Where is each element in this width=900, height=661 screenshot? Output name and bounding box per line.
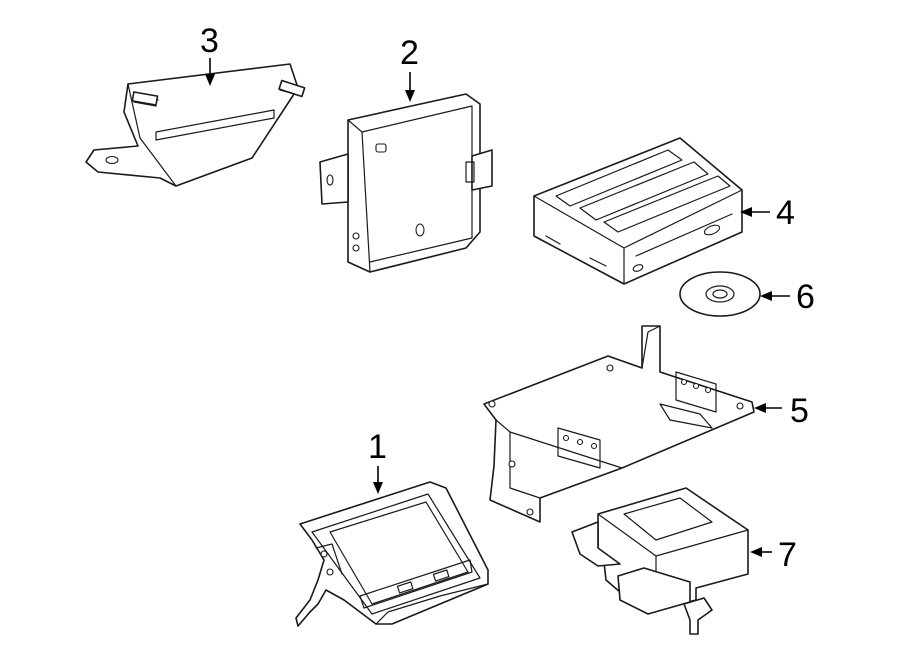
callout-7: 7	[750, 536, 797, 574]
callout-5: 5	[754, 392, 809, 430]
callout-1: 1	[368, 428, 387, 494]
callout-7-number: 7	[778, 536, 797, 574]
callout-4: 4	[740, 194, 795, 232]
callout-3: 3	[200, 22, 219, 86]
part-3-bracket	[85, 63, 306, 187]
part-5-frame	[483, 325, 755, 523]
callout-4-number: 4	[776, 194, 795, 232]
callout-3-number: 3	[200, 22, 219, 60]
callout-6: 6	[760, 278, 815, 316]
callout-1-number: 1	[368, 428, 387, 466]
part-7-amplifier	[571, 487, 749, 635]
callout-6-number: 6	[796, 278, 815, 316]
part-6-disc	[679, 271, 761, 317]
callout-2: 2	[400, 34, 419, 102]
callout-2-number: 2	[400, 34, 419, 72]
part-1-display	[295, 481, 489, 627]
part-2-module	[319, 93, 493, 273]
callout-5-number: 5	[790, 392, 809, 430]
part-4-unit	[533, 137, 743, 285]
